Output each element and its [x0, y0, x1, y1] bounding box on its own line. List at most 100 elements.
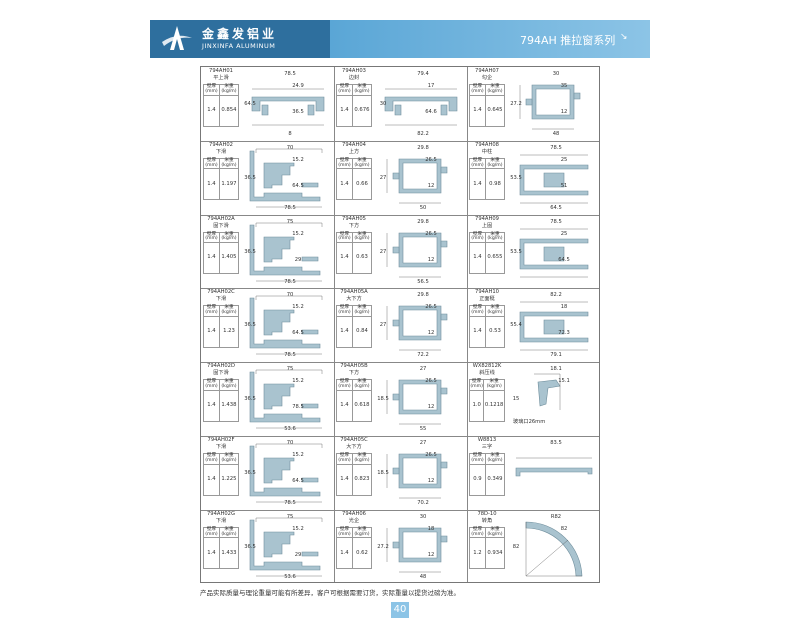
thickness-header: 壁厚(mm): [203, 453, 220, 465]
profile-code: 794AH08: [475, 141, 499, 148]
dimension-line: [255, 517, 323, 522]
profile-rail-shape: [301, 477, 319, 483]
thickness-header: 壁厚(mm): [469, 84, 486, 96]
thickness-header: 壁厚(mm): [336, 526, 353, 539]
thickness-value: 0.9: [469, 463, 486, 496]
dimension-label: 78.5: [284, 71, 296, 77]
dimension-label: 12: [428, 257, 435, 263]
cert-badge-icon: R: [675, 27, 696, 48]
dimension-label: 27: [420, 440, 427, 446]
weight-value: 0.84: [351, 316, 373, 349]
page-number: 40: [391, 602, 409, 618]
dimension-label: 12: [428, 330, 435, 336]
thickness-value: 1.4: [203, 463, 220, 496]
weight-header: 米重(kg/m): [218, 453, 240, 465]
weight-header: 米重(kg/m): [351, 453, 373, 465]
profile-name: 边封: [348, 75, 360, 82]
dimension-label: 25: [561, 157, 568, 163]
dimension-label: 70: [287, 145, 294, 151]
dimension-label: 15: [513, 396, 520, 402]
profile-box-shape: [398, 232, 442, 267]
glass-opening-note: 玻璃口26mm: [513, 419, 546, 426]
thickness-header: 壁厚(mm): [469, 453, 486, 465]
dimension-label: 27.2: [377, 544, 389, 550]
profile-rail-shape: [301, 256, 319, 261]
profile-name: 下方: [348, 370, 360, 377]
thickness-header: 壁厚(mm): [203, 157, 220, 170]
thickness-value: 1.0: [468, 389, 485, 422]
dimension-label: 70: [287, 292, 294, 298]
weight-header: 米重(kg/m): [484, 526, 506, 539]
weight-header: 米重(kg/m): [351, 305, 373, 317]
dimension-line: [255, 148, 323, 153]
dimension-label: 53.5: [510, 249, 522, 255]
column-divider: [467, 67, 468, 582]
weight-value: 0.676: [351, 94, 373, 127]
dimension-label: 36.5: [244, 322, 256, 328]
dimension-label: 27.2: [510, 101, 522, 107]
weight-header: 米重(kg/m): [351, 379, 373, 391]
dimension-label: 78.5: [284, 500, 296, 506]
profile-code: 794AH05A: [340, 289, 368, 296]
profile-name: 大下方: [346, 296, 362, 303]
dimension-label: 78.5: [550, 145, 562, 151]
dimension-label: 29: [295, 257, 302, 263]
dimension-label: 64.5: [292, 330, 304, 336]
weight-header: 米重(kg/m): [483, 379, 505, 391]
profile-step-shape: [263, 531, 295, 558]
thickness-value: 1.4: [469, 242, 486, 275]
profile-rail-shape: [301, 551, 319, 557]
dimension-label: 82.2: [550, 292, 562, 298]
dimension-label: 26.5: [425, 452, 437, 458]
thickness-value: 1.4: [336, 242, 353, 275]
dimension-line: [255, 369, 323, 375]
dimension-label: 18.5: [377, 396, 389, 402]
dimension-label: 15.2: [292, 304, 304, 310]
profile-lug-shape: [525, 92, 581, 106]
profile-name: 下方: [348, 222, 360, 229]
profile-section-svg: 83.5: [515, 440, 593, 477]
profile-step-shape: [263, 383, 295, 410]
profile-core-shape: [543, 172, 565, 188]
dimension-label: 26.5: [425, 231, 437, 237]
profile-base-shape: [249, 224, 321, 275]
profile-code: 794AH05C: [340, 437, 368, 443]
dimension-label: 35: [561, 83, 568, 89]
dimension-label: 82.2: [417, 131, 429, 137]
dimension-label: 17: [428, 83, 435, 89]
dimension-label: 64.5: [550, 205, 562, 211]
weight-value: 1.225: [218, 463, 240, 496]
profile-lug-shape: [392, 535, 448, 549]
profile-lug-shape: [392, 240, 448, 253]
weight-value: 0.655: [484, 242, 506, 275]
weight-value: 0.62: [351, 537, 373, 570]
profile-step-shape: [263, 310, 295, 336]
